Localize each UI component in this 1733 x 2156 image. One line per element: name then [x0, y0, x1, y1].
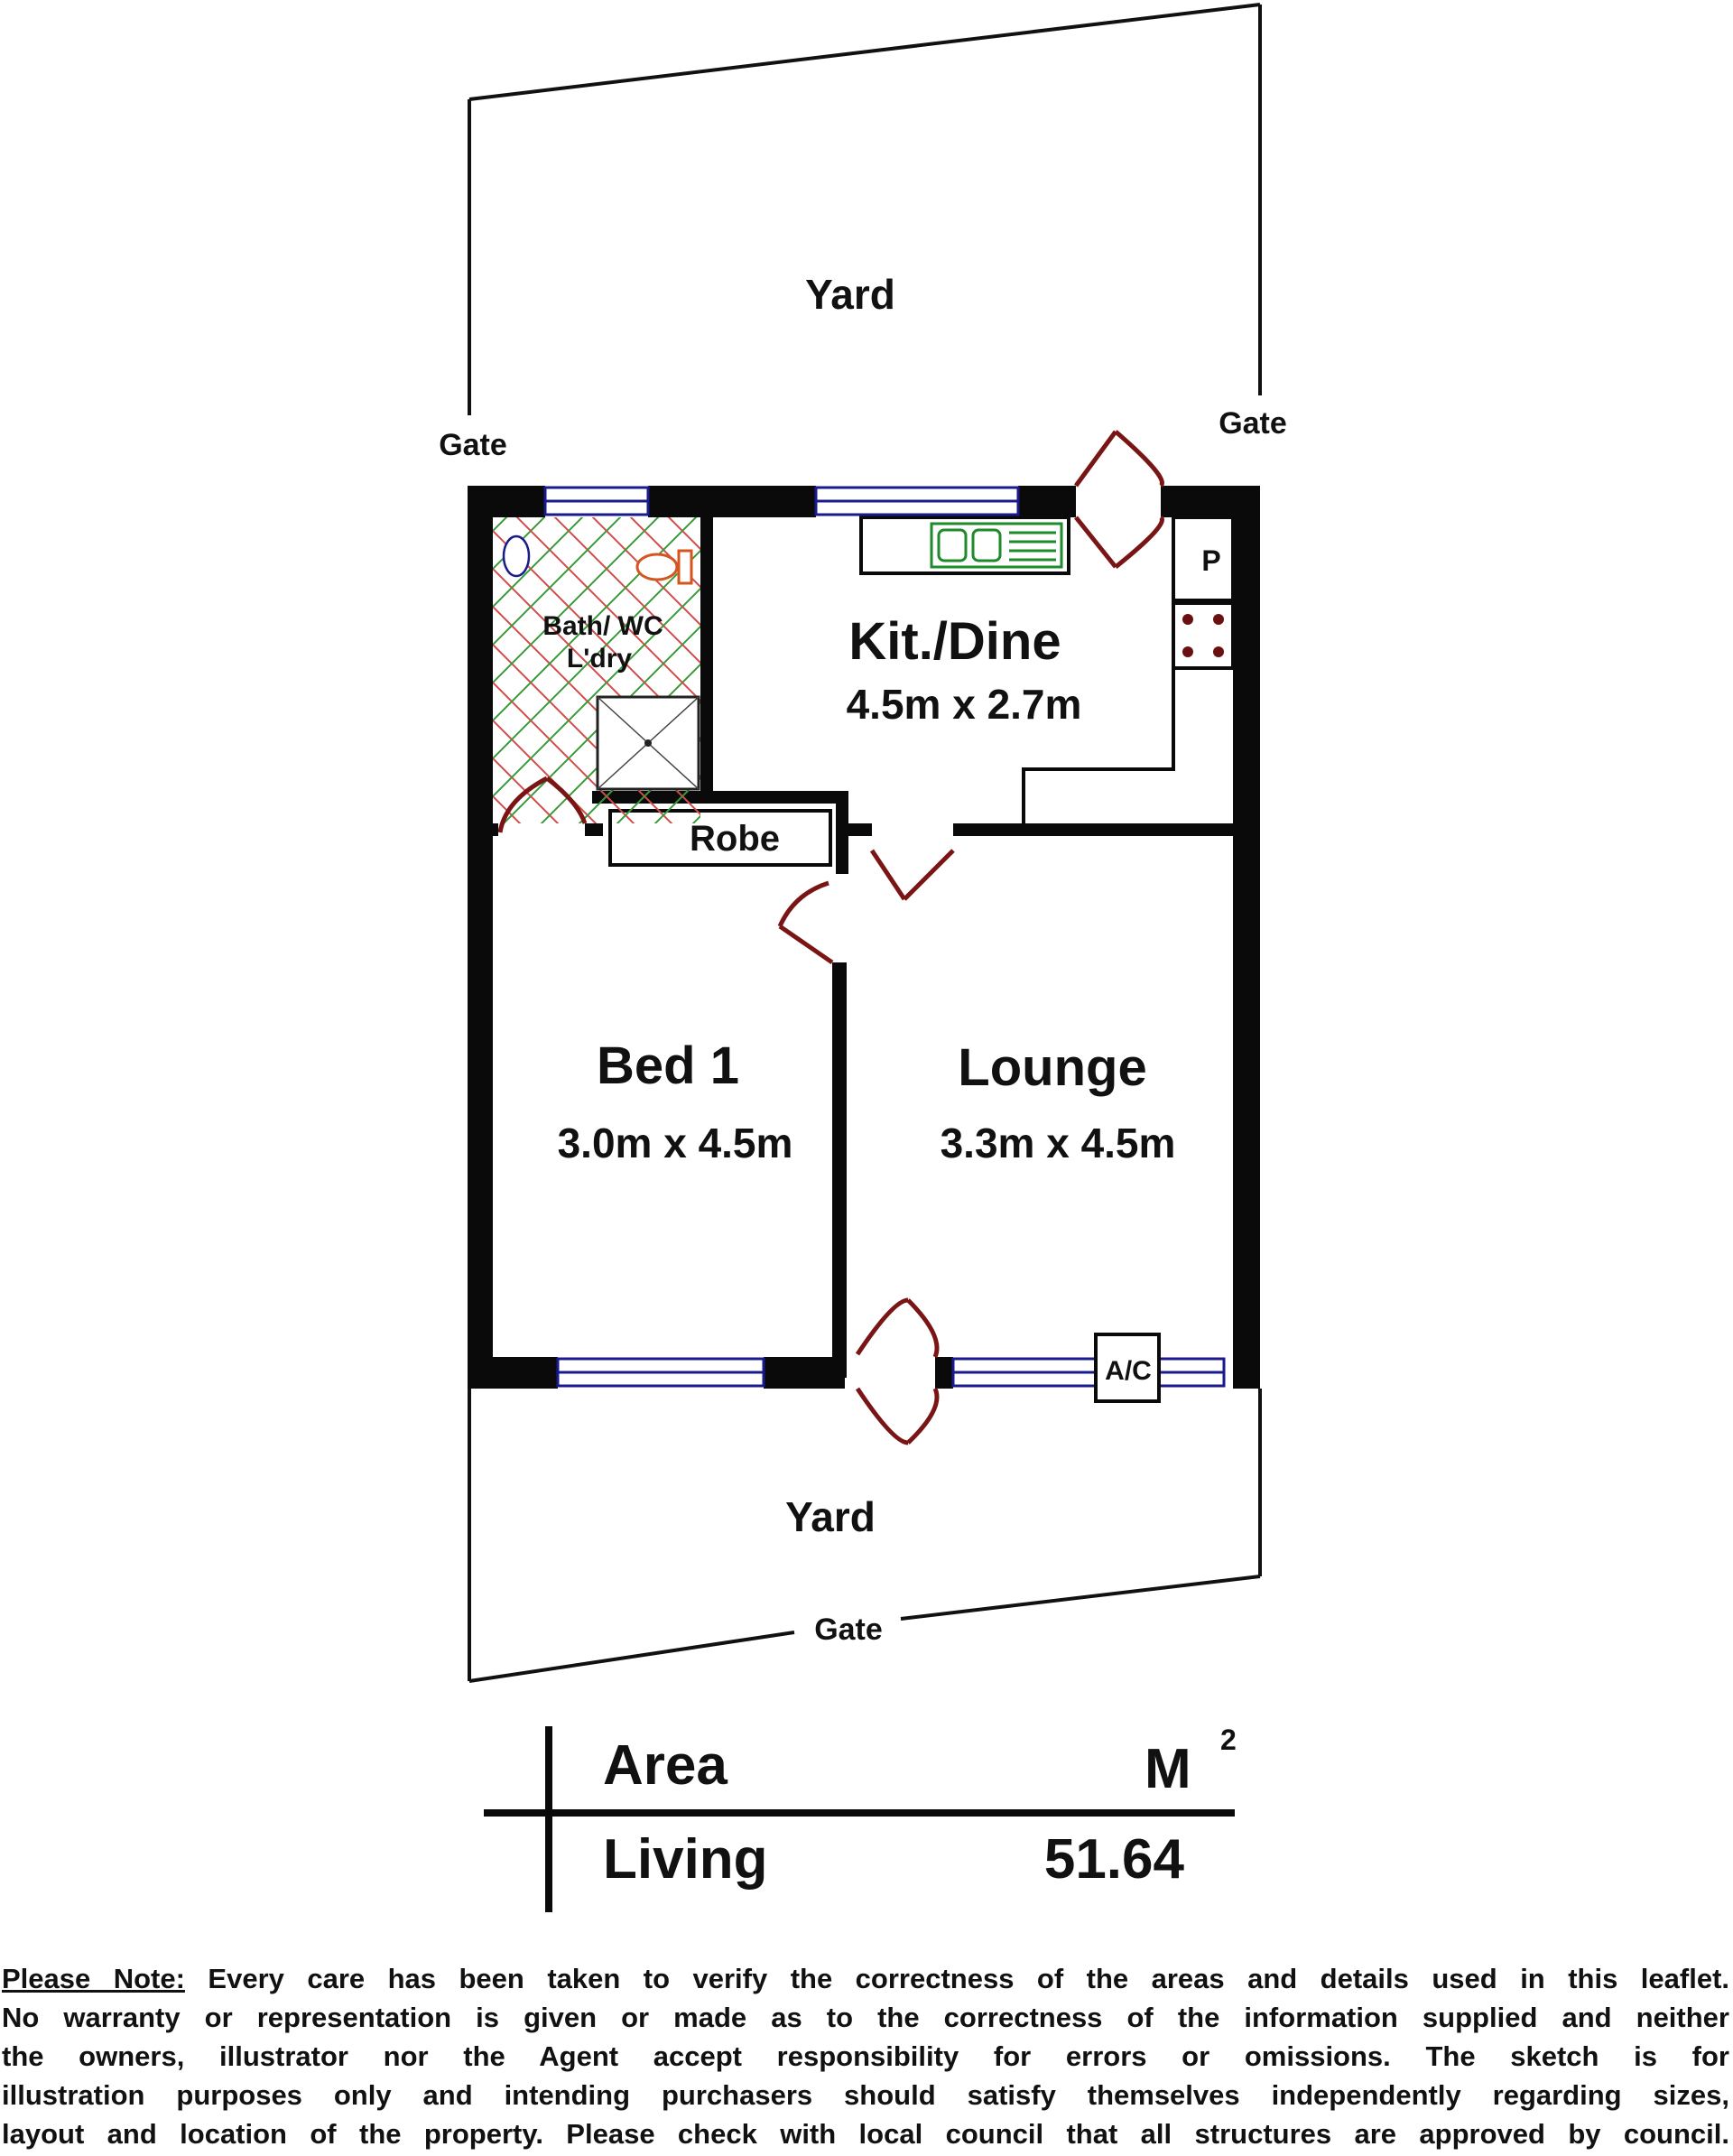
wall-bottom-c	[935, 1357, 953, 1389]
walls	[468, 486, 1260, 1389]
shower-drain	[644, 739, 652, 747]
wall-top-b	[648, 486, 816, 517]
wall-bath-kitchen	[700, 486, 713, 798]
cooktop-box	[1172, 601, 1235, 670]
area-table: Area M 2 Living 51.64	[484, 1724, 1237, 1912]
disclaimer-lead: Please Note:	[2, 1963, 185, 1994]
disclaimer-line-2: No warranty or representation is given o…	[2, 2002, 1729, 2033]
door-lounge	[869, 849, 955, 901]
disclaimer-line-5: layout and location of the property. Ple…	[2, 2118, 1729, 2150]
cooktop-icon	[1182, 614, 1224, 657]
wall-right	[1233, 486, 1260, 1389]
door-kitchen-rear	[1073, 430, 1164, 569]
area-header-label: Area	[603, 1734, 727, 1797]
disclaimer-line-1-text: Every care has been taken to verify the …	[184, 1963, 1730, 1994]
wall-left	[468, 486, 493, 1389]
gate-right-label: Gate	[1219, 406, 1287, 441]
bench-box	[859, 516, 1070, 575]
window-lounge	[951, 1357, 1226, 1388]
boundary-top	[468, 3, 1261, 101]
window-bath	[543, 486, 650, 516]
door-bed1	[777, 880, 834, 965]
disclaimer-line-3: the owners, illustrator nor the Agent ac…	[2, 2040, 1729, 2072]
wall-bath-bed-b	[585, 823, 603, 836]
disclaimer-line-4: illustration purposes only and intending…	[2, 2079, 1729, 2111]
bed1-name-label: Bed 1	[597, 1036, 739, 1095]
thin-lines	[608, 516, 1235, 867]
kitchen-name-label: Kit./Dine	[848, 612, 1061, 671]
wall-bath-bed-a	[468, 823, 498, 836]
sink-icon	[930, 522, 1063, 569]
yard-top-label: Yard	[805, 271, 895, 318]
ac-unit-box	[1094, 1333, 1161, 1403]
wall-bottom-b	[764, 1357, 845, 1389]
area-unit-label: M	[1145, 1738, 1191, 1800]
wall-kitchen-lounge	[953, 823, 1260, 836]
floor-plan: Yard Gate Gate Bath/ WC L'dry Kit./Dine …	[439, 3, 1287, 1912]
disclaimer-note: Please Note: Every care has been taken t…	[2, 1959, 1729, 2153]
robe-label: Robe	[690, 819, 780, 859]
robe-box	[608, 809, 832, 867]
wall-top-c	[1018, 486, 1076, 517]
wall-top-d	[1161, 486, 1260, 517]
lounge-name-label: Lounge	[958, 1038, 1146, 1097]
wall-bottom-a	[468, 1357, 558, 1389]
bed1-size-label: 3.0m x 4.5m	[558, 1120, 793, 1166]
window-kitchen	[814, 486, 1020, 516]
lounge-size-label: 3.3m x 4.5m	[941, 1120, 1176, 1166]
area-unit-superscript: 2	[1220, 1724, 1237, 1756]
kitchen-size-label: 4.5m x 2.7m	[847, 681, 1082, 728]
boundary-bottom-right	[900, 1575, 1261, 1621]
bath-label-line1: Bath/ WC	[542, 611, 663, 641]
living-label: Living	[603, 1828, 768, 1891]
wall-robe-stub	[836, 823, 872, 836]
gate-left-label: Gate	[439, 428, 507, 462]
doors	[497, 430, 1164, 1445]
door-front	[855, 1297, 940, 1445]
wall-top-a	[468, 486, 545, 517]
yard-bottom-label: Yard	[785, 1493, 876, 1540]
toilet-icon	[635, 549, 693, 585]
disclaimer-line-1: Please Note: Every care has been taken t…	[2, 1959, 1729, 1998]
pantry-box	[1172, 516, 1235, 602]
window-bed1	[556, 1357, 765, 1388]
basin-icon	[502, 534, 531, 578]
ac-label: A/C	[1105, 1356, 1152, 1386]
property-boundary	[468, 3, 1262, 1683]
bath-label-line2: L'dry	[567, 644, 632, 674]
boundary-bottom-left	[468, 1631, 795, 1683]
living-value: 51.64	[1044, 1828, 1185, 1891]
door-bath	[497, 776, 588, 833]
wall-bed-lounge	[832, 962, 847, 1378]
pantry-label: P	[1201, 544, 1220, 577]
gate-bottom-label: Gate	[814, 1612, 883, 1647]
windows	[543, 486, 1226, 1388]
